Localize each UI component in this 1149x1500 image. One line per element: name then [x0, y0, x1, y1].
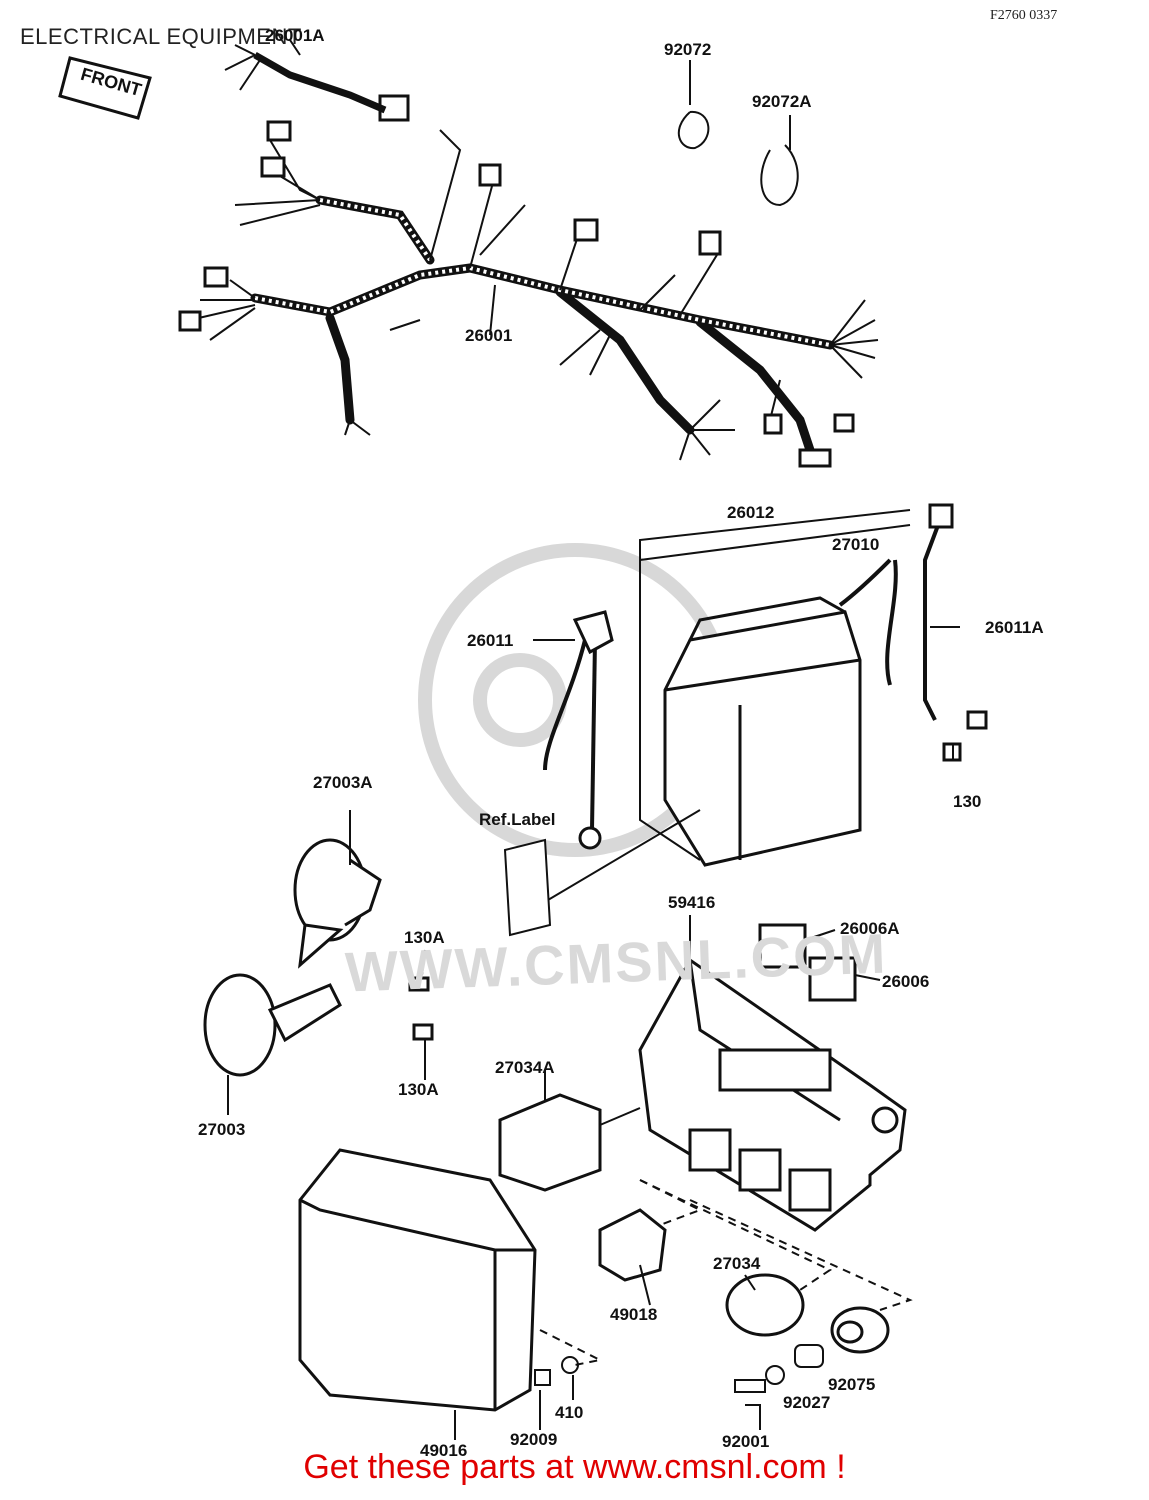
part-label[interactable]: 92009	[510, 1430, 558, 1449]
horn-27003a	[293, 838, 382, 969]
relay-49018	[598, 1208, 667, 1282]
part-label[interactable]: 26001A	[265, 26, 325, 45]
main-harness-inner	[254, 198, 831, 347]
part-label[interactable]: 92001	[722, 1432, 770, 1451]
part-label[interactable]: 92072A	[752, 92, 812, 111]
clip-92072	[677, 110, 799, 207]
part-label[interactable]: 26006A	[840, 919, 900, 938]
battery-bracket	[639, 524, 911, 861]
relays-26006	[758, 923, 857, 1002]
part-label[interactable]: 49016	[420, 1441, 468, 1460]
relay-27034a	[498, 1093, 602, 1192]
fuse-box-59416	[638, 957, 907, 1232]
part-label[interactable]: 26011A	[985, 618, 1044, 637]
bolts-130a	[408, 742, 962, 1041]
grommet-92075	[830, 1306, 890, 1354]
flasher-27034	[725, 1273, 805, 1337]
part-label[interactable]: 26006	[882, 972, 930, 991]
part-label[interactable]: 130A	[398, 1080, 439, 1099]
part-label[interactable]: 92027	[783, 1393, 831, 1412]
figure-code: F2760 0337	[990, 8, 1058, 23]
ref-label-card	[503, 809, 701, 937]
part-label[interactable]: 27003	[198, 1120, 246, 1139]
part-label[interactable]: 410	[555, 1403, 584, 1422]
battery-26012	[663, 596, 862, 867]
sub-harness-26001a	[253, 51, 387, 114]
front-tag	[58, 56, 152, 120]
part-label[interactable]: 27034	[713, 1254, 761, 1273]
part-label[interactable]: 27034A	[495, 1058, 555, 1077]
small-hardware	[534, 1344, 824, 1393]
part-label[interactable]: 92072	[664, 40, 712, 59]
part-label[interactable]: 130	[953, 792, 982, 811]
part-label[interactable]: 92075	[828, 1375, 876, 1394]
battery-cables	[543, 519, 942, 831]
part-label[interactable]: 26012	[727, 503, 775, 522]
part-label[interactable]: Ref.Label	[479, 810, 556, 829]
part-label[interactable]: 26011	[467, 631, 514, 650]
part-label[interactable]: 26001	[465, 326, 513, 345]
part-label[interactable]: 49018	[610, 1305, 658, 1324]
part-label[interactable]: 130A	[404, 928, 445, 947]
part-label[interactable]: 27003A	[313, 773, 373, 792]
footer-link[interactable]: Get these parts at www.cmsnl.com !	[303, 1448, 846, 1486]
horn-27003	[203, 973, 342, 1077]
cover-49016	[298, 1148, 537, 1412]
main-harness	[250, 195, 835, 455]
harness-connectors	[178, 94, 855, 468]
page-title: ELECTRICAL EQUIPMENT	[20, 24, 302, 49]
part-label[interactable]: 59416	[668, 893, 716, 912]
part-label[interactable]: 27010	[832, 535, 880, 554]
